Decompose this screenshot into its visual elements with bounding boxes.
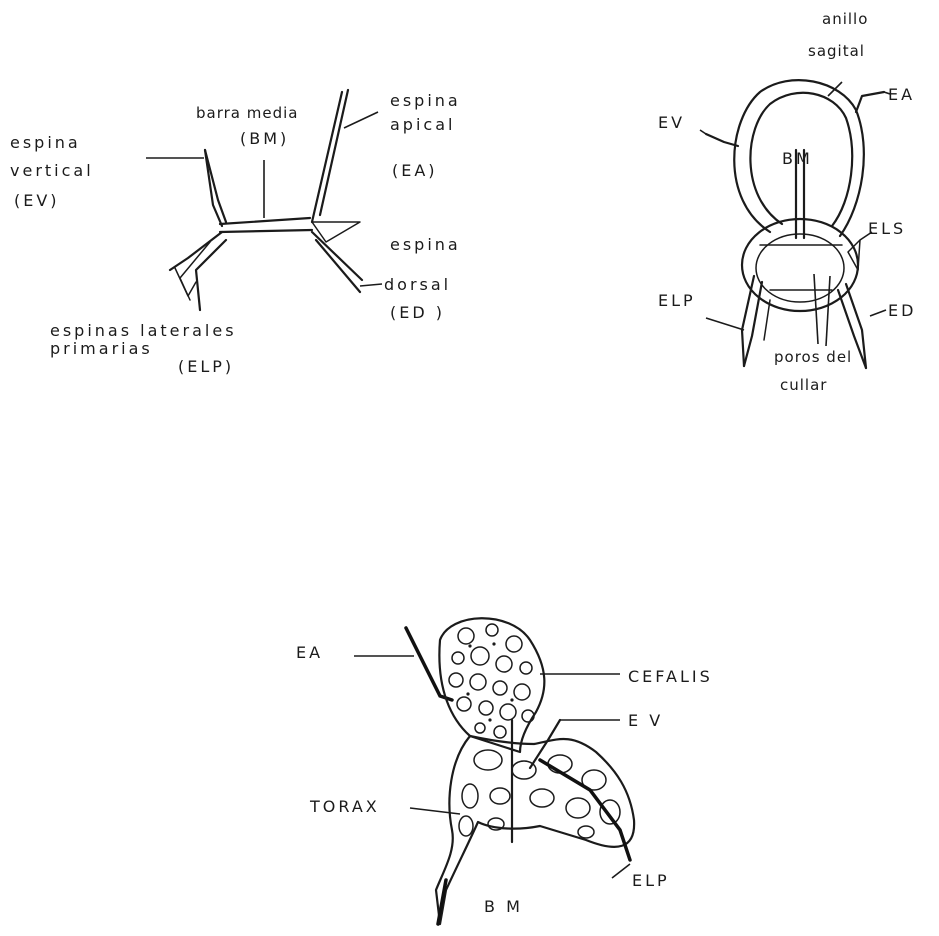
fig-b-apical-spine [856,92,884,112]
label-espina-dorsal-3: (ED ) [390,303,445,322]
label-elp-3: (ELP) [178,357,234,376]
dorsal-spine-top [312,232,362,280]
label-espina-vertical-3: (EV) [14,191,60,210]
fig-b-vertical-spine [706,134,738,146]
secondary-lateral-spine [848,240,860,270]
label-fig-c-elp: ELP [632,871,670,890]
label-espina-vertical-1: espina [10,133,81,152]
fig-c-apical-spine [406,628,452,700]
leader-fig-c-elp [612,864,630,878]
figure-c-cephalis: EA CEFALIS E V TORAX ELP B M [296,618,713,924]
label-espina-apical-2: apical [390,115,455,134]
label-espina-dorsal-1: espina [390,235,461,254]
label-bm: (BM) [240,129,289,148]
cephalis-pores [449,624,534,738]
label-torax: TORAX [309,797,380,816]
leader-fig-b-ed [870,310,886,316]
apical-spine-inner [312,92,342,222]
fig-b-elp-left-inner [744,282,762,366]
label-fig-b-ea: EA [888,85,915,104]
leader-torax [410,808,460,814]
fig-b-elp-mid [764,300,770,340]
cephalis-outline [439,618,544,752]
label-elp-1: espinas laterales [50,321,237,340]
label-fig-b-elp: ELP [658,291,696,310]
label-fig-b-bm: BM [782,149,813,168]
label-poros-1: poros del [774,348,852,366]
label-fig-c-ev: E V [628,711,663,730]
apical-spine-outer [320,90,348,215]
label-barra-media: barra media [196,104,298,122]
collar-ring-inner [756,234,844,302]
median-bar-top [220,218,310,224]
label-espina-apical-1: espina [390,91,461,110]
label-poros-2: cullar [780,376,827,394]
thorax-outline [436,736,634,924]
label-fig-c-ea: EA [296,643,323,662]
median-bar-bottom [220,230,312,232]
leader-fig-b-elp [706,318,744,330]
label-anillo: anillo [822,10,868,28]
label-espina-vertical-2: vertical [10,161,94,180]
figure-a-spicule: barra media (BM) espina apical (EA) espi… [10,90,461,376]
leader-fig-b-ev [700,130,706,134]
leader-poros-2 [826,276,830,346]
label-cefalis: CEFALIS [628,667,713,686]
dorsal-spine-bottom [316,240,360,292]
leader-ea [344,112,378,128]
leader-sagital [828,82,842,96]
label-elp-2: primarias [50,339,153,358]
label-espina-dorsal-2: dorsal [384,275,451,294]
primary-lateral-b [196,240,226,310]
label-espina-apical-3: (EA) [392,161,438,180]
label-els: ELS [868,219,906,238]
figure-b-sagittal-ring: anillo sagital EA EV BM ELS ELP ED poros… [658,10,916,394]
label-fig-b-ev: EV [658,113,685,132]
leader-ed [360,284,382,286]
label-sagital: sagital [808,42,865,60]
label-fig-c-bm: B M [484,897,523,916]
label-fig-b-ed: ED [888,301,916,320]
